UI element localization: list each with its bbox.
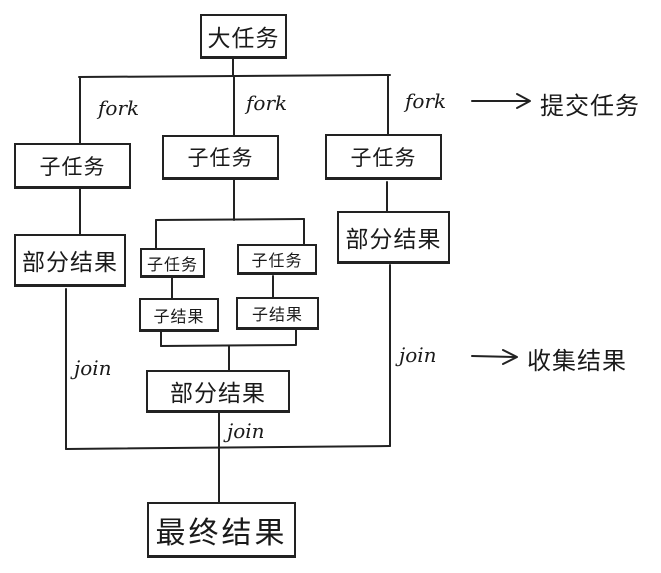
inner-result-1-label: 子结果 <box>153 306 205 326</box>
final-result-box: 最终结果 <box>147 502 296 558</box>
fork-label-middle: fork <box>246 91 288 115</box>
inner-result-2-box: 子结果 <box>236 297 319 330</box>
inner-subtask-1-label: 子任务 <box>146 254 198 274</box>
partial-result-middle-label: 部分结果 <box>170 381 266 407</box>
subtask-right-box: 子任务 <box>325 134 442 180</box>
inner-subtask-1-box: 子任务 <box>140 248 205 278</box>
collect-result-annotation: 收集结果 <box>527 347 627 375</box>
join-label-bottom: join <box>227 419 265 443</box>
partial-result-left-label: 部分结果 <box>22 250 118 276</box>
inner-subtask-2-label: 子任务 <box>251 251 303 270</box>
submit-task-annotation: 提交任务 <box>540 92 640 120</box>
join-label-right: join <box>399 343 437 367</box>
subtask-right-label: 子任务 <box>350 145 417 170</box>
partial-result-middle-box: 部分结果 <box>146 370 290 413</box>
partial-result-right-label: 部分结果 <box>345 227 442 253</box>
inner-subtask-2-box: 子任务 <box>237 244 317 275</box>
partial-result-left-box: 部分结果 <box>14 234 126 287</box>
main-task-label: 大任务 <box>207 26 280 52</box>
subtask-middle-label: 子任务 <box>187 146 254 170</box>
subtask-left-label: 子任务 <box>39 154 106 179</box>
final-result-label: 最终结果 <box>155 515 288 551</box>
partial-result-right-box: 部分结果 <box>337 211 450 264</box>
main-task-box: 大任务 <box>200 14 287 59</box>
subtask-left-box: 子任务 <box>14 143 131 189</box>
subtask-middle-box: 子任务 <box>162 135 279 180</box>
inner-result-2-label: 子结果 <box>251 305 303 324</box>
fork-label-right: fork <box>405 89 447 113</box>
fork-label-left: fork <box>98 96 140 120</box>
join-label-left: join <box>74 356 112 380</box>
inner-result-1-box: 子结果 <box>139 298 219 332</box>
